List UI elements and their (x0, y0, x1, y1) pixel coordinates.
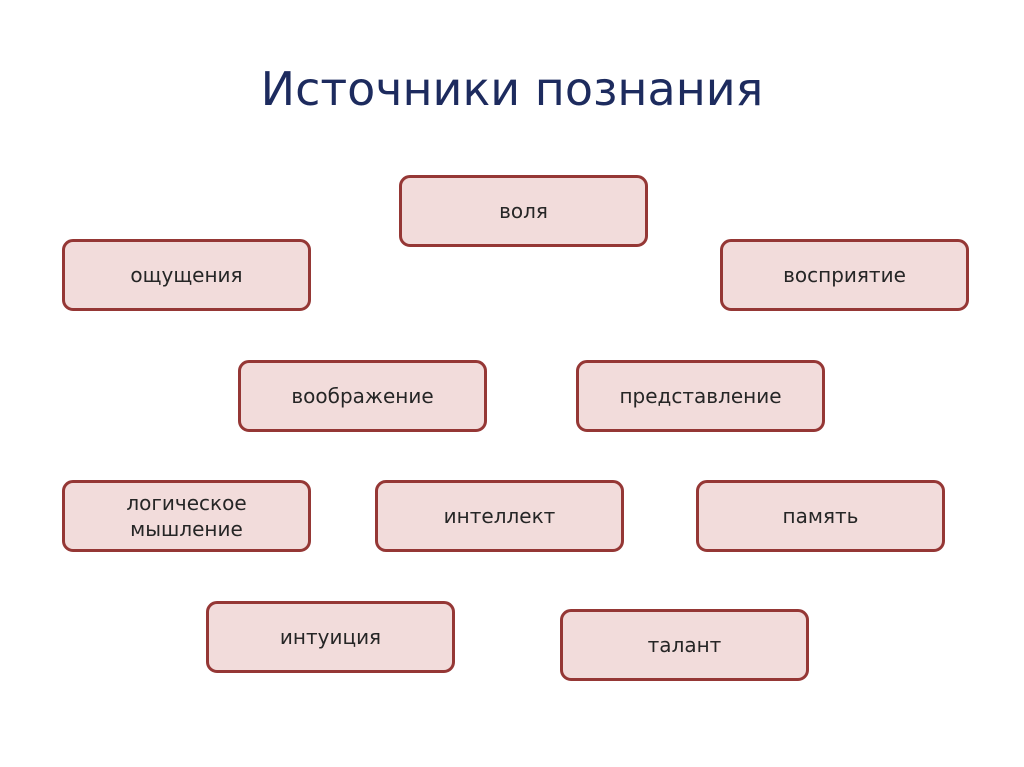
node-label: логическое мышление (126, 491, 247, 541)
node-pamyat: память (696, 480, 945, 552)
node-voobrazhenie: воображение (238, 360, 487, 432)
node-label: восприятие (783, 263, 906, 287)
node-oshchushcheniya: ощущения (62, 239, 311, 311)
node-label: талант (647, 633, 722, 657)
node-label: интеллект (443, 504, 556, 528)
node-volya: воля (399, 175, 648, 247)
node-label: память (782, 504, 859, 528)
node-label: ощущения (130, 263, 243, 287)
node-talant: талант (560, 609, 809, 681)
node-logicheskoe-myshlenie: логическое мышление (62, 480, 311, 552)
node-intuitsiya: интуиция (206, 601, 455, 673)
node-label: представление (619, 384, 782, 408)
node-label: интуиция (279, 625, 382, 649)
node-vospriyatie: восприятие (720, 239, 969, 311)
node-label: воображение (291, 384, 434, 408)
node-label: воля (499, 199, 548, 223)
node-intellekt: интеллект (375, 480, 624, 552)
slide-title: Источники познания (260, 62, 764, 116)
node-predstavlenie: представление (576, 360, 825, 432)
